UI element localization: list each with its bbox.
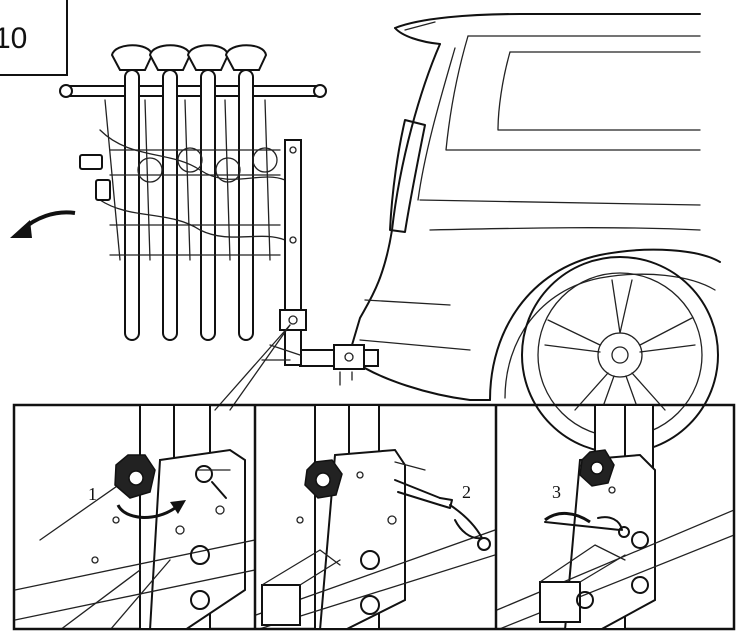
panel-1-label: 1 [88, 484, 97, 504]
detail-panels-frame [12, 403, 736, 631]
hitch-receiver [299, 344, 379, 386]
detail-panel-2: 2 [256, 406, 495, 628]
panel-2-label: 2 [462, 482, 471, 502]
step-number: 10 [0, 22, 28, 55]
bike-rack [59, 44, 327, 366]
rotation-arrow [10, 210, 76, 238]
car-rear [351, 13, 721, 454]
step-number-box: 10 [0, 0, 68, 76]
detail-panel-3: 3 [497, 406, 733, 628]
panel-3-label: 3 [552, 482, 561, 502]
detail-panel-1: 1 [15, 406, 254, 628]
callout-line [214, 324, 291, 411]
callout-line [229, 324, 291, 411]
